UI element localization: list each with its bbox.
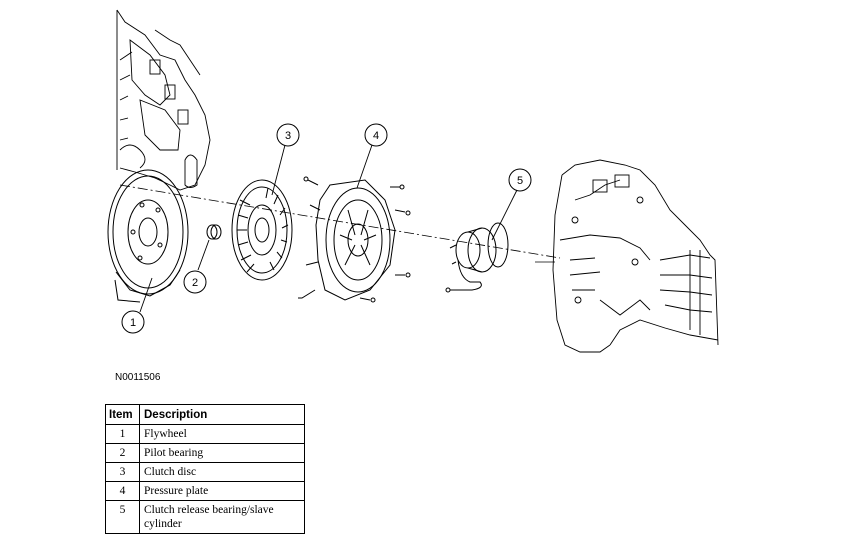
- release-bearing: [445, 222, 509, 293]
- engine-block: [116, 9, 211, 191]
- legend-header-description: Description: [139, 404, 305, 425]
- callout-label: 3: [285, 130, 291, 142]
- pilot-bearing: [206, 224, 222, 240]
- pressure-plate: [298, 179, 396, 301]
- callout-circle-2: 2: [183, 270, 207, 294]
- transmission-housing: [552, 159, 719, 353]
- legend-item-description: Clutch release bearing/slave cylinder: [139, 500, 305, 534]
- figure-id: N0011506: [115, 372, 161, 383]
- callout-circle-4: 4: [364, 123, 388, 147]
- legend-header-item: Item: [105, 404, 140, 425]
- pressure-plate-bolts: [303, 176, 411, 303]
- legend-table: Item Description 1 Flywheel 2 Pilot bear…: [105, 404, 305, 534]
- callout-label: 2: [192, 277, 198, 289]
- legend-item-number: 3: [105, 462, 140, 482]
- legend-item-number: 5: [105, 500, 140, 534]
- legend-item-number: 4: [105, 481, 140, 501]
- table-row: 3 Clutch disc: [105, 462, 305, 482]
- callout-label: 5: [517, 175, 523, 187]
- flywheel: [107, 169, 189, 303]
- callout-label: 4: [373, 130, 379, 142]
- table-row: 4 Pressure plate: [105, 481, 305, 501]
- table-row: 2 Pilot bearing: [105, 443, 305, 463]
- legend-item-description: Clutch disc: [139, 462, 305, 482]
- legend-header-row: Item Description: [105, 404, 305, 425]
- clutch-exploded-diagram: 1 2 3 4 5: [107, 9, 719, 353]
- legend-item-description: Pressure plate: [139, 481, 305, 501]
- callout-label: 1: [130, 317, 136, 329]
- legend-item-number: 1: [105, 424, 140, 444]
- callout-circle-3: 3: [276, 123, 300, 147]
- legend-item-number: 2: [105, 443, 140, 463]
- table-row: 5 Clutch release bearing/slave cylinder: [105, 500, 305, 534]
- callout-circle-5: 5: [508, 168, 532, 192]
- center-line: [119, 184, 561, 259]
- callout-circle-1: 1: [121, 310, 145, 334]
- clutch-disc: [231, 179, 293, 281]
- table-row: 1 Flywheel: [105, 424, 305, 444]
- callout-leaders: [139, 144, 518, 313]
- legend-item-description: Pilot bearing: [139, 443, 305, 463]
- legend-item-description: Flywheel: [139, 424, 305, 444]
